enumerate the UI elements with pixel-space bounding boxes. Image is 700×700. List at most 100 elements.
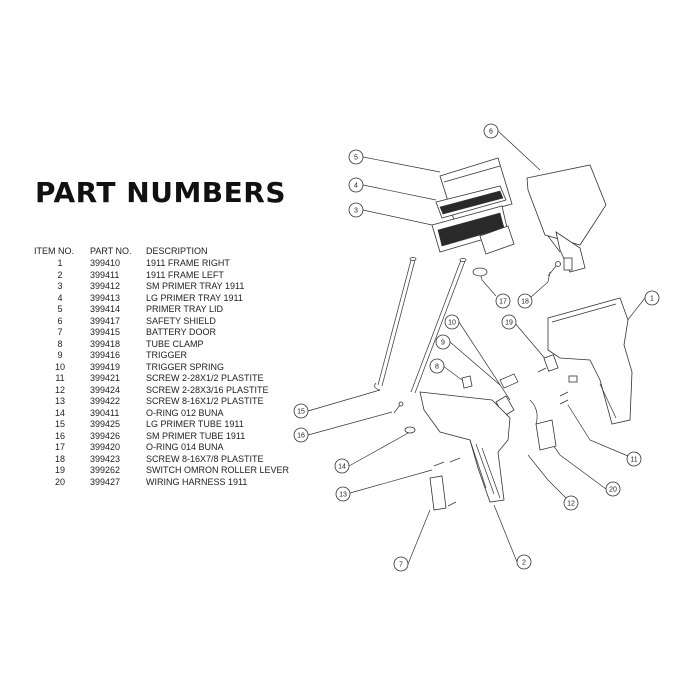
svg-text:3: 3 — [354, 208, 358, 215]
part-no-cell: 399413 — [90, 292, 121, 303]
sm-primer-tube-part — [410, 258, 467, 394]
battery-door-part — [429, 475, 457, 511]
part-no-cell: 399423 — [90, 453, 121, 464]
part-no-cell: 399427 — [90, 476, 121, 487]
leader-line — [407, 509, 431, 565]
item-no-cell: 20 — [54, 476, 65, 487]
o-ring-17-part — [472, 267, 488, 277]
description-cell: 1911 FRAME LEFT — [146, 269, 224, 280]
leader-line — [348, 431, 411, 467]
svg-text:1: 1 — [650, 296, 654, 303]
item-no-cell: 16 — [54, 430, 65, 441]
callout-10: 10 — [444, 314, 460, 330]
leader-line — [458, 321, 511, 401]
callout-15: 15 — [293, 403, 309, 419]
item-no-cell: 14 — [54, 407, 65, 418]
svg-text:13: 13 — [339, 492, 347, 499]
frame-right-part — [547, 297, 633, 425]
description-cell: O-RING 014 BUNA — [146, 442, 224, 452]
callout-1: 1 — [644, 290, 660, 306]
leader-line — [307, 411, 393, 436]
description-cell: SM PRIMER TUBE 1911 — [146, 430, 246, 441]
item-no-cell: 15 — [54, 419, 65, 429]
leader-line — [307, 389, 381, 412]
callout-3: 3 — [348, 202, 364, 218]
svg-text:6: 6 — [489, 129, 493, 136]
wiring-harness-part — [529, 399, 557, 451]
callout-2: 2 — [516, 554, 532, 570]
callout-9: 9 — [435, 334, 451, 350]
part-no-cell: 399262 — [90, 465, 121, 475]
item-no-cell: 9 — [57, 350, 63, 360]
description-cell: SCREW 2-28X1/2 PLASTITE — [146, 373, 264, 383]
leader-line — [362, 209, 433, 226]
item-no-cell: 8 — [57, 338, 63, 349]
callout-17: 17 — [495, 293, 511, 309]
leader-line — [513, 321, 549, 363]
svg-text:18: 18 — [521, 299, 529, 306]
part-no-cell: 399425 — [90, 419, 121, 429]
part-no-cell: 399421 — [90, 373, 121, 383]
header-description: DESCRIPTION — [146, 246, 208, 257]
lg-primer-tube-part — [374, 257, 417, 391]
header-part-no: PART NO. — [90, 246, 132, 257]
part-no-cell: 399414 — [90, 304, 121, 314]
leader-line — [552, 444, 607, 490]
table-row: 15 399425 LG PRIMER TUBE 1911 — [34, 419, 296, 431]
leader-line — [349, 469, 433, 494]
description-cell: O-RING 012 BUNA — [146, 407, 224, 418]
svg-text:7: 7 — [399, 562, 403, 569]
leader-line — [497, 130, 541, 171]
description-cell: 1911 FRAME RIGHT — [146, 258, 230, 268]
screw-12-part — [393, 401, 404, 414]
part-no-cell: 399410 — [90, 258, 121, 268]
table-header-row: ITEM NO. PART NO. DESCRIPTION — [34, 246, 296, 258]
svg-text:14: 14 — [338, 464, 346, 471]
leader-line — [530, 271, 551, 298]
page-title: PART NUMBERS — [35, 176, 286, 209]
part-no-cell: 399417 — [90, 315, 121, 326]
callout-12: 12 — [563, 495, 579, 511]
description-cell: PRIMER TRAY LID — [146, 304, 224, 314]
svg-text:5: 5 — [354, 155, 358, 162]
svg-text:19: 19 — [505, 320, 513, 327]
description-cell: SCREW 8-16X7/8 PLASTITE — [146, 453, 264, 464]
part-no-cell: 399426 — [90, 430, 121, 441]
part-no-cell: 399418 — [90, 338, 121, 349]
part-no-cell: 390411 — [90, 407, 120, 418]
part-no-cell: 399411 — [90, 269, 120, 280]
description-cell: LG PRIMER TUBE 1911 — [146, 419, 244, 429]
callout-20: 20 — [605, 481, 621, 497]
svg-text:16: 16 — [297, 433, 305, 440]
tube-clamp-part — [461, 375, 473, 389]
leader-line — [527, 454, 572, 504]
description-cell: WIRING HARNESS 1911 — [146, 476, 248, 487]
trigger-spring-part — [499, 373, 519, 389]
callout-5: 5 — [348, 149, 364, 165]
svg-text:4: 4 — [354, 183, 358, 190]
table-row: 20 399427 WIRING HARNESS 1911 — [34, 477, 296, 489]
leader-line — [449, 341, 501, 386]
leader-line — [493, 504, 518, 563]
item-no-cell: 19 — [54, 465, 65, 475]
table-row: 11 399421 SCREW 2-28X1/2 PLASTITE — [34, 373, 296, 385]
part-no-cell: 399424 — [90, 384, 121, 395]
screw-13-part — [433, 457, 461, 467]
sm-primer-tray-part — [431, 205, 515, 255]
item-no-cell: 1 — [57, 258, 63, 268]
item-no-cell: 4 — [57, 292, 63, 303]
header-item-no: ITEM NO. — [34, 246, 74, 257]
item-no-cell: 11 — [55, 373, 65, 383]
item-no-cell: 12 — [54, 384, 65, 395]
svg-text:17: 17 — [499, 299, 507, 306]
